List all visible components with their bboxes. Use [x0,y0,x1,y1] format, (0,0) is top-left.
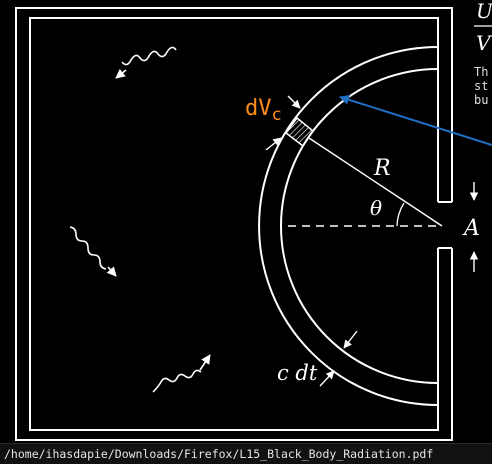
cdt-arrow-bottom [319,370,335,387]
blackbody-cavity-diagram: dVc R θ A c dt U V [15,0,492,441]
angle-arc [396,202,405,227]
dvc-arrow-bottom [265,137,282,151]
photon-arrow-1 [115,46,177,79]
hemisphere-shell [258,46,439,406]
side-text-line-2: st [474,79,489,93]
aperture-label: A [462,216,480,241]
cdt-label: c dt [277,361,318,385]
radius-label: R [373,156,391,181]
volume-element-dvc [284,116,315,148]
math-v: V [476,31,492,55]
photon-arrow-3 [152,354,211,393]
cavity-wall [15,7,453,441]
cdt-arrow-top [343,330,358,349]
side-text-line-1: Th [474,65,489,79]
file-path-statusbar: /home/ihasdapie/Downloads/Firefox/L15_Bl… [0,443,492,464]
angle-label: θ [370,196,382,220]
side-text-line-3: bu [474,93,489,107]
dvc-label: dVc [245,96,282,125]
dvc-arrow-top [287,95,301,109]
math-u: U [476,0,492,23]
photon-arrow-2 [69,226,117,277]
pointer-arrow [339,94,492,146]
radius-line [308,137,443,227]
